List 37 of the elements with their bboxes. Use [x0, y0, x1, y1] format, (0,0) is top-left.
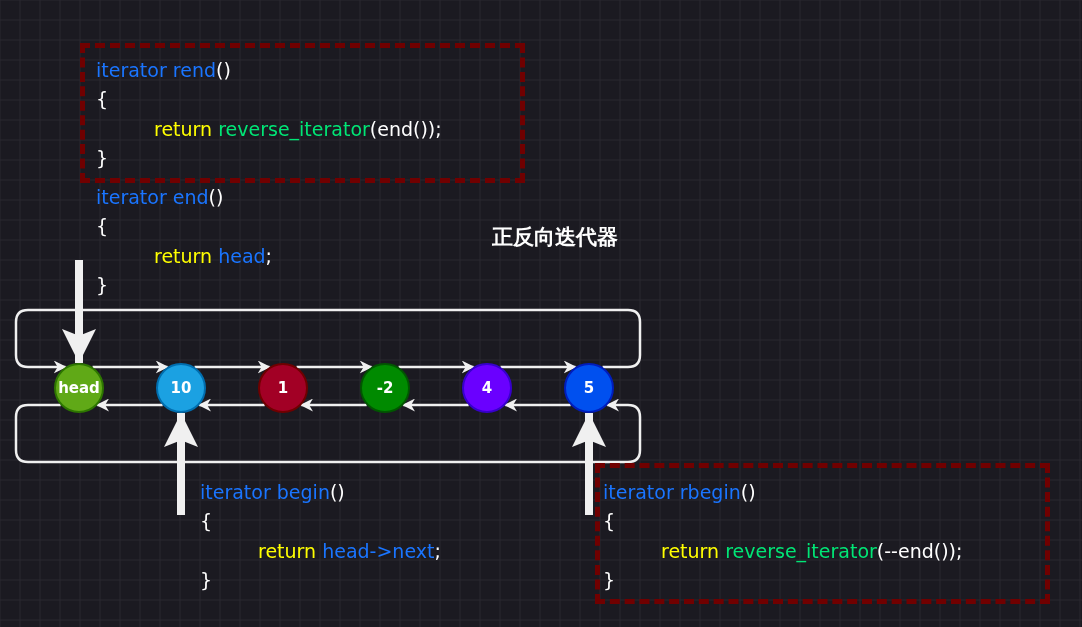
link-arrow — [96, 398, 163, 412]
code-line: return reverse_iterator(--end()); — [661, 538, 963, 564]
link-arrow — [500, 360, 577, 374]
dashed-code-box — [595, 463, 1050, 604]
code-line: return head; — [154, 243, 272, 269]
list-node-circle: -2 — [360, 363, 410, 413]
list-node-circle: head — [54, 363, 104, 413]
code-line: return reverse_iterator(end()); — [154, 116, 442, 142]
code-line: iterator begin() — [200, 480, 345, 505]
link-arrow — [402, 398, 469, 412]
list-node-circle: 5 — [564, 363, 614, 413]
link-arrow — [92, 360, 169, 374]
code-line: return head->next; — [258, 538, 441, 564]
code-line: } — [200, 567, 213, 593]
link-arrow — [300, 398, 367, 412]
link-arrow — [14, 308, 642, 374]
link-arrow — [296, 360, 373, 374]
code-line: iterator rend() — [96, 58, 231, 83]
code-line: } — [96, 145, 109, 171]
list-node-circle: 10 — [156, 363, 206, 413]
code-line: { — [200, 509, 213, 535]
code-line: iterator rbegin() — [603, 480, 756, 505]
link-arrow — [398, 360, 475, 374]
list-node-circle: 4 — [462, 363, 512, 413]
code-line: { — [96, 214, 109, 240]
link-arrow — [194, 360, 271, 374]
code-line: { — [96, 87, 109, 113]
link-arrow — [14, 398, 642, 464]
code-line: } — [96, 272, 109, 298]
link-arrow — [504, 398, 571, 412]
code-line: } — [603, 567, 616, 593]
link-arrow — [198, 398, 265, 412]
dashed-code-box — [80, 43, 525, 183]
code-line: { — [603, 509, 616, 535]
code-line: iterator end() — [96, 185, 224, 210]
list-node-circle: 1 — [258, 363, 308, 413]
diagram-title: 正反向迭代器 — [492, 224, 618, 251]
